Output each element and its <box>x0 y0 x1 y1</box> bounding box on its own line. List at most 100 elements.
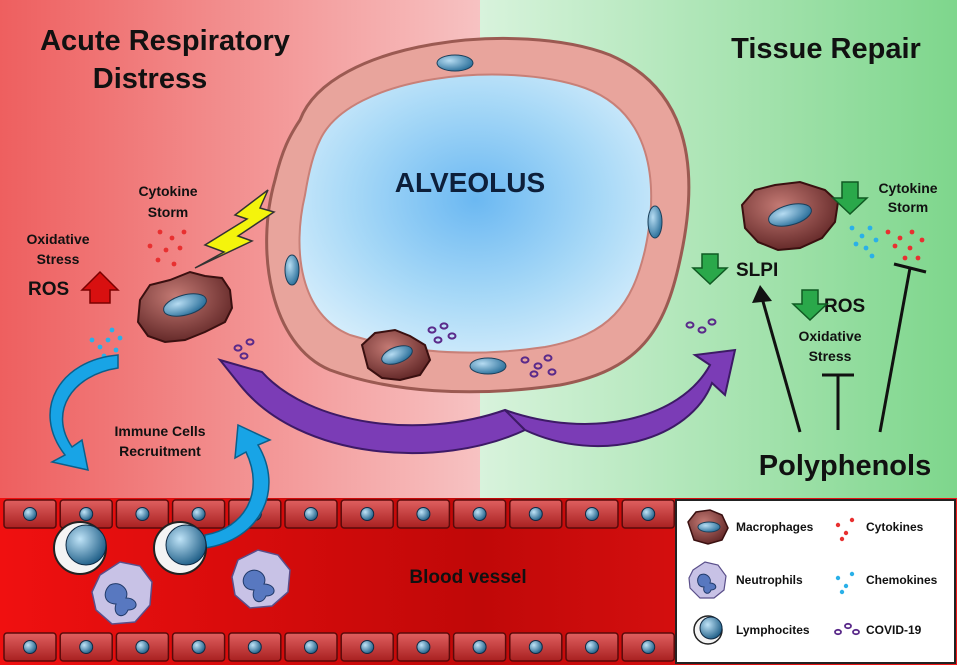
vessel-wall-cell <box>115 632 170 662</box>
particle-dot <box>867 225 873 231</box>
vessel-wall-cell <box>565 499 619 529</box>
slpi-label: SLPI <box>736 260 778 281</box>
legend-macrophage-icon <box>687 509 729 545</box>
epithelial-nucleus <box>647 205 663 239</box>
vessel-wall-cell <box>509 499 563 529</box>
alveolus-label: ALVEOLUS <box>395 167 545 198</box>
covid-spread-arrow <box>217 348 737 455</box>
particle-dot <box>181 229 187 235</box>
vessel-wall-cell <box>228 632 282 662</box>
recruitment-arrow-left <box>49 354 119 471</box>
covid-particle <box>239 352 249 360</box>
legend-cytokines: Cytokines <box>866 520 924 534</box>
neutrophil <box>231 549 291 609</box>
particle-dot <box>157 229 163 235</box>
covid-particle <box>685 321 695 329</box>
neutrophil <box>91 561 153 625</box>
lymphocyte <box>53 521 107 575</box>
vessel-wall-cell <box>59 499 113 529</box>
covid-particle <box>547 368 557 376</box>
cytokine-decrease-arrow <box>831 181 869 216</box>
macrophage-left <box>136 270 234 344</box>
particle-dot <box>177 245 183 251</box>
covid-particle <box>447 332 457 340</box>
particle-dot <box>97 344 103 350</box>
particle-dot <box>915 255 921 261</box>
repair-title: Tissue Repair <box>731 33 921 65</box>
particle-dot <box>919 237 925 243</box>
legend-chemokine-icon <box>835 571 855 595</box>
particle-dot <box>155 257 161 263</box>
particle-dot <box>892 243 898 249</box>
legend-cytokine-icon <box>835 517 855 542</box>
covid-particle <box>245 338 255 346</box>
covid-particle <box>233 344 243 352</box>
ros-label: ROS <box>28 279 69 300</box>
oxidative-stress-label: Oxidative <box>26 231 89 247</box>
immune-recruitment-label: Immune Cells <box>114 423 205 439</box>
vessel-wall-cell <box>621 632 675 662</box>
distress-title: Acute Respiratory <box>40 25 290 57</box>
covid-particle <box>707 318 717 326</box>
legend-chemokines: Chemokines <box>866 573 938 587</box>
legend-macrophages: Macrophages <box>736 520 814 534</box>
particle-dot <box>169 235 175 241</box>
vessel-wall-cell <box>171 632 226 662</box>
vessel-wall-cell <box>396 632 451 662</box>
epithelial-nucleus <box>284 254 300 286</box>
ros-increase-arrow <box>80 270 120 304</box>
particle-dot <box>163 247 169 253</box>
legend-neutrophils: Neutrophils <box>736 573 803 587</box>
vessel-wall-cell <box>621 499 675 529</box>
legend-lymphocites: Lymphocites <box>736 623 810 637</box>
particle-dot <box>859 233 865 239</box>
recruitment-arrow-right <box>204 423 272 549</box>
repair-ros-label: ROS <box>824 296 865 317</box>
particle-dot <box>147 243 153 249</box>
ros-decrease-arrow <box>791 289 829 322</box>
covid-particle <box>529 370 539 378</box>
epithelial-nucleus <box>469 357 507 375</box>
vessel-wall-cell <box>565 632 619 662</box>
particle-dot <box>105 337 111 343</box>
particle-dot <box>863 245 869 251</box>
legend-lymphocyte-icon <box>693 615 723 645</box>
covid-particle <box>439 322 449 330</box>
vessel-wall-cell <box>3 499 57 529</box>
particles <box>89 225 925 378</box>
vessel-wall-cell <box>340 632 394 662</box>
vessel-wall-cell <box>452 499 507 529</box>
cytokine-storm-label-line2: Storm <box>148 204 188 220</box>
immune-recruitment-label-line2: Recruitment <box>119 443 201 459</box>
covid-particle <box>533 362 543 370</box>
particle-dot <box>885 229 891 235</box>
particle-dot <box>902 255 908 261</box>
particle-dot <box>113 347 119 353</box>
slpi-decrease-arrow <box>691 253 729 286</box>
covid-particle <box>697 326 707 334</box>
vessel-wall-cell <box>509 632 563 662</box>
alveolus: ALVEOLUS <box>265 36 691 394</box>
vessel-wall-cell <box>396 499 451 529</box>
repair-oxidative-label-line2: Stress <box>809 348 852 364</box>
particle-dot <box>869 253 875 259</box>
covid-particle <box>433 336 443 344</box>
particle-dot <box>907 245 913 251</box>
vessel-wall-cell <box>340 499 394 529</box>
alveolus-lumen <box>298 73 653 354</box>
vessel-wall-cell <box>115 499 170 529</box>
polyphenol-effect-lines <box>752 262 927 433</box>
particle-dot <box>853 241 859 247</box>
vessel-wall-cell <box>171 499 226 529</box>
cytokine-storm-label: Cytokine <box>138 183 197 199</box>
distress-title-line2: Distress <box>93 63 207 95</box>
particle-dot <box>117 335 123 341</box>
particle-dot <box>109 327 115 333</box>
legend: Macrophages Neutrophils Lymphocites Cyto… <box>675 499 956 664</box>
vessel-wall-cell <box>284 499 338 529</box>
vessel-wall-cell <box>59 632 113 662</box>
legend-covid-icon <box>834 622 860 636</box>
vessel-wall-bottom <box>3 632 956 662</box>
